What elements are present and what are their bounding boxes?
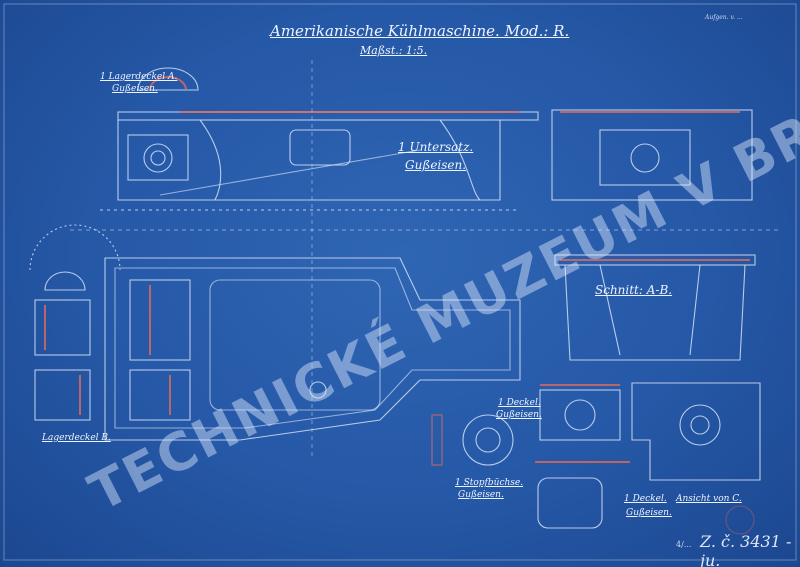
- label-lagerdeckel-a: 1 Lagerdeckel A.: [100, 72, 178, 82]
- lagerdeckel-b-views: [29, 224, 121, 421]
- label-stopfbuchse: 1 Stopfbüchse.: [455, 478, 524, 488]
- untersatz-end-view: [551, 109, 753, 201]
- label-untersatz: 1 Untersatz.: [398, 140, 474, 154]
- lagerdeckel-a-view: [137, 67, 199, 91]
- untersatz-side-view: [100, 111, 539, 211]
- label-untersatz-material: Gußeisen.: [405, 158, 467, 172]
- label-deckel-2-material: Gußeisen.: [626, 508, 672, 518]
- label-deckel-2: 1 Deckel.: [624, 494, 667, 504]
- label-ansicht-c: Ansicht von C.: [676, 494, 742, 504]
- signature: Aufgen. v. ...: [705, 14, 743, 21]
- ansicht-c-view: [631, 382, 761, 481]
- deckel-views: [535, 384, 630, 529]
- stopfbuchse-view: [431, 414, 514, 466]
- label-deckel-1-material: Gußeisen.: [496, 410, 542, 420]
- schnitt-a-b-view: [554, 254, 756, 361]
- stamp: [725, 505, 755, 535]
- label-lagerdeckel-b: Lagerdeckel B.: [42, 433, 111, 443]
- label-stopfbuchse-material: Gußeisen.: [458, 490, 504, 500]
- inventory-number: Z. č. 3431 - ju.: [700, 532, 792, 567]
- label-lagerdeckel-a-material: Gußeisen.: [112, 84, 158, 94]
- drawing-title: Amerikanische Kühlmaschine. Mod.: R.: [270, 22, 570, 40]
- label-schnitt-a-b: Schnitt: A-B.: [595, 283, 673, 297]
- label-deckel-1: 1 Deckel.: [498, 398, 541, 408]
- inventory-prefix: 4/...: [676, 540, 692, 549]
- drawing-scale: Maßst.: 1:5.: [360, 44, 428, 57]
- untersatz-plan-view: [104, 257, 521, 441]
